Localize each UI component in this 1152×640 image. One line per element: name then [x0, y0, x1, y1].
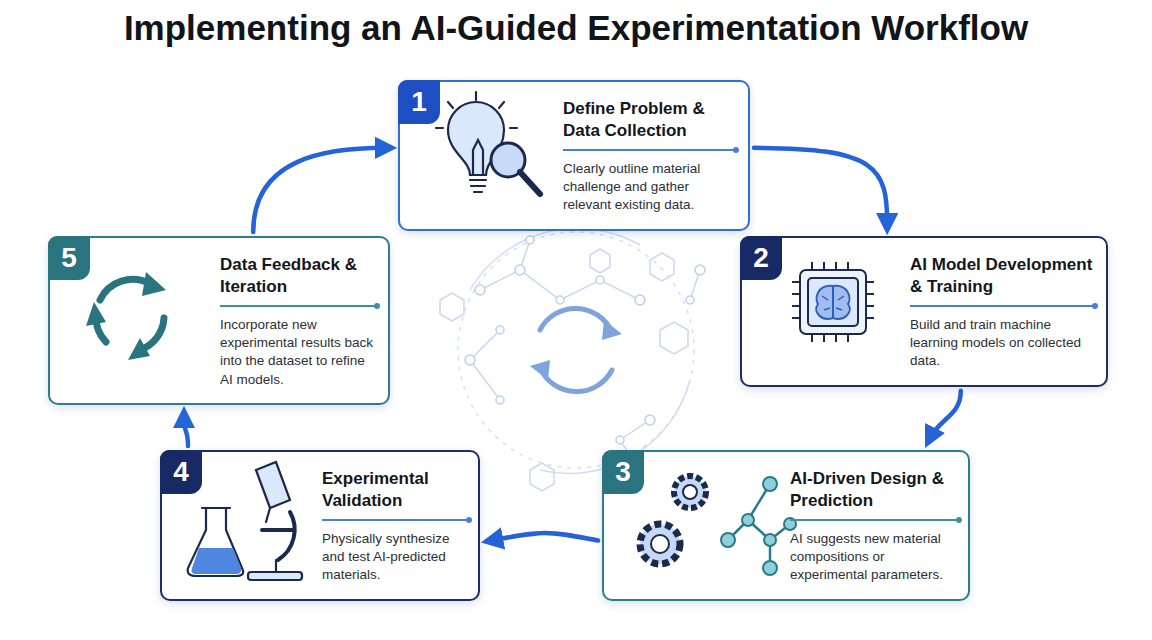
process-box: 2 AI Model Development & TrainingBuild an… — [740, 236, 1108, 387]
lab-icon — [188, 462, 302, 580]
ai-chip-icon — [792, 262, 874, 342]
divider-line — [563, 149, 735, 151]
step-number: 4 — [160, 450, 202, 494]
step-description: AI suggests new material compositions or… — [790, 530, 962, 585]
flow-arrow — [184, 417, 188, 446]
step-description: Build and train machine learning models … — [910, 316, 1098, 371]
flow-arrow — [754, 148, 887, 224]
process-box: 5 Data Feedback & IterationIncorporate ne… — [48, 236, 390, 405]
step-heading: AI-Driven Design & Prediction — [790, 468, 962, 512]
process-box: 1 Define Problem & Data CollectionClearly… — [398, 80, 750, 231]
step-description: Physically synthesize and test AI-predic… — [322, 530, 472, 585]
diagram-title: Implementing an AI-Guided Experimentatio… — [0, 8, 1152, 48]
text-column: Data Feedback & IterationIncorporate new… — [220, 254, 380, 389]
flow-arrow — [492, 533, 598, 541]
step-heading: Define Problem & Data Collection — [563, 98, 739, 142]
step-heading: Data Feedback & Iteration — [220, 254, 380, 298]
divider-line — [790, 519, 958, 521]
divider-line — [322, 519, 468, 521]
divider-line — [220, 305, 376, 307]
gears-molecule-icon — [640, 476, 796, 575]
step-heading: AI Model Development & Training — [910, 254, 1098, 298]
text-column: AI Model Development & TrainingBuild and… — [910, 254, 1098, 371]
step-number: 3 — [602, 450, 644, 494]
flow-arrow — [930, 391, 961, 438]
step-heading: Experimental Validation — [322, 468, 472, 512]
step-number: 5 — [48, 236, 90, 280]
process-box: 3 AI-Driven Design & Prediction AI suggest… — [602, 450, 970, 601]
step-number: 1 — [398, 80, 440, 124]
step-description: Clearly outline material challenge and g… — [563, 160, 739, 215]
step-description: Incorporate new experimental results bac… — [220, 316, 380, 389]
flow-arrow — [253, 148, 386, 232]
text-column: Experimental ValidationPhysically synthe… — [322, 468, 472, 585]
divider-line — [910, 305, 1094, 307]
step-number: 2 — [740, 236, 782, 280]
lightbulb-icon — [436, 92, 540, 194]
cycle-icon — [96, 279, 164, 350]
process-box: 4 Experimental ValidationPhysically synth… — [160, 450, 480, 601]
text-column: AI-Driven Design & Prediction AI suggests… — [790, 468, 962, 585]
text-column: Define Problem & Data CollectionClearly … — [563, 98, 739, 215]
